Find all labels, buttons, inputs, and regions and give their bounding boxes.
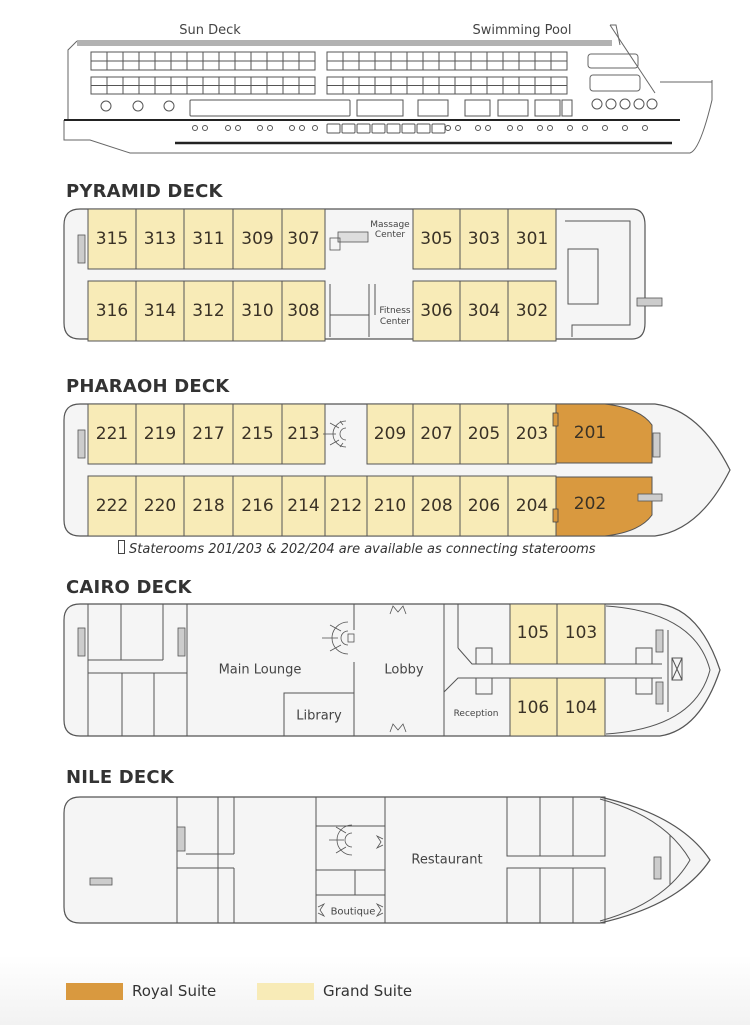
grand-suite-swatch <box>257 982 314 1000</box>
room-105[interactable]: 105 <box>517 623 549 643</box>
room-316[interactable]: 316 <box>96 301 128 321</box>
room-103[interactable]: 103 <box>565 623 597 643</box>
boutique-label: Boutique <box>331 907 376 918</box>
fitness-center-label-2: Center <box>380 317 411 327</box>
royal-suite-label: Royal Suite <box>132 982 217 1000</box>
room-207[interactable]: 207 <box>420 424 452 444</box>
room-304[interactable]: 304 <box>468 301 500 321</box>
royal-suite-swatch <box>66 982 123 1000</box>
room-202[interactable]: 202 <box>574 494 606 514</box>
ship-profile: Sun Deck Swimming Pool <box>0 0 750 160</box>
room-311[interactable]: 311 <box>192 229 224 249</box>
room-315[interactable]: 315 <box>96 229 128 249</box>
massage-center-label-2: Center <box>375 230 406 240</box>
room-203[interactable]: 203 <box>516 424 548 444</box>
note-text: Staterooms 201/203 & 202/204 are availab… <box>129 542 596 557</box>
room-205[interactable]: 205 <box>468 424 500 444</box>
room-213[interactable]: 213 <box>287 424 319 444</box>
room-206[interactable]: 206 <box>468 496 500 516</box>
pyramid-deck-title: PYRAMID DECK <box>66 181 223 202</box>
room-221[interactable]: 221 <box>96 424 128 444</box>
room-306[interactable]: 306 <box>420 301 452 321</box>
room-106[interactable]: 106 <box>517 698 549 718</box>
room-220[interactable]: 220 <box>144 496 176 516</box>
legend-grand-suite: Grand Suite <box>257 982 412 1000</box>
room-217[interactable]: 217 <box>192 424 224 444</box>
room-305[interactable]: 305 <box>420 229 452 249</box>
room-212[interactable]: 212 <box>330 496 362 516</box>
reception-label: Reception <box>454 709 499 719</box>
room-218[interactable]: 218 <box>192 496 224 516</box>
massage-center-label-1: Massage <box>370 220 410 230</box>
room-215[interactable]: 215 <box>241 424 273 444</box>
swimming-pool-label: Swimming Pool <box>473 23 572 38</box>
room-214[interactable]: 214 <box>287 496 319 516</box>
fitness-center-label-1: Fitness <box>379 306 410 316</box>
room-208[interactable]: 208 <box>420 496 452 516</box>
room-216[interactable]: 216 <box>241 496 273 516</box>
sun-deck-label: Sun Deck <box>179 23 241 38</box>
room-312[interactable]: 312 <box>192 301 224 321</box>
room-301[interactable]: 301 <box>516 229 548 249</box>
lobby-label: Lobby <box>384 663 423 678</box>
room-222[interactable]: 222 <box>96 496 128 516</box>
room-302[interactable]: 302 <box>516 301 548 321</box>
room-308[interactable]: 308 <box>287 301 319 321</box>
room-104[interactable]: 104 <box>565 698 597 718</box>
room-210[interactable]: 210 <box>374 496 406 516</box>
cairo-deck-title: CAIRO DECK <box>66 577 192 598</box>
room-314[interactable]: 314 <box>144 301 176 321</box>
library-label: Library <box>296 709 342 724</box>
room-201[interactable]: 201 <box>574 423 606 443</box>
pyramid-deck-plan: 315 313 311 309 307 305 303 301 316 314 312 310 308 3… <box>0 205 750 345</box>
cairo-deck-plan: 105 103 106 104 Main Lounge Lobby Librar… <box>0 600 750 740</box>
connecting-door-icon <box>118 540 125 554</box>
connecting-staterooms-note: Staterooms 201/203 & 202/204 are availab… <box>118 540 596 557</box>
legend-royal-suite: Royal Suite <box>66 982 216 1000</box>
room-309[interactable]: 309 <box>241 229 273 249</box>
grand-suite-label: Grand Suite <box>323 982 413 1000</box>
legend-background <box>0 955 750 1025</box>
nile-deck-title: NILE DECK <box>66 767 174 788</box>
room-209[interactable]: 209 <box>374 424 406 444</box>
room-303[interactable]: 303 <box>468 229 500 249</box>
room-204[interactable]: 204 <box>516 496 548 516</box>
room-219[interactable]: 219 <box>144 424 176 444</box>
ship-profile-drawing: Sun Deck Swimming Pool <box>63 23 713 154</box>
pharaoh-deck-title: PHARAOH DECK <box>66 376 230 397</box>
pharaoh-deck-plan: 221 219 217 215 213 209 207 205 203 222 220 218 216 2… <box>0 400 750 540</box>
nile-deck-plan: Restaurant Boutique <box>0 795 750 935</box>
restaurant-label: Restaurant <box>411 853 482 868</box>
room-310[interactable]: 310 <box>241 301 273 321</box>
main-lounge-label: Main Lounge <box>219 663 302 678</box>
room-313[interactable]: 313 <box>144 229 176 249</box>
room-307[interactable]: 307 <box>287 229 319 249</box>
